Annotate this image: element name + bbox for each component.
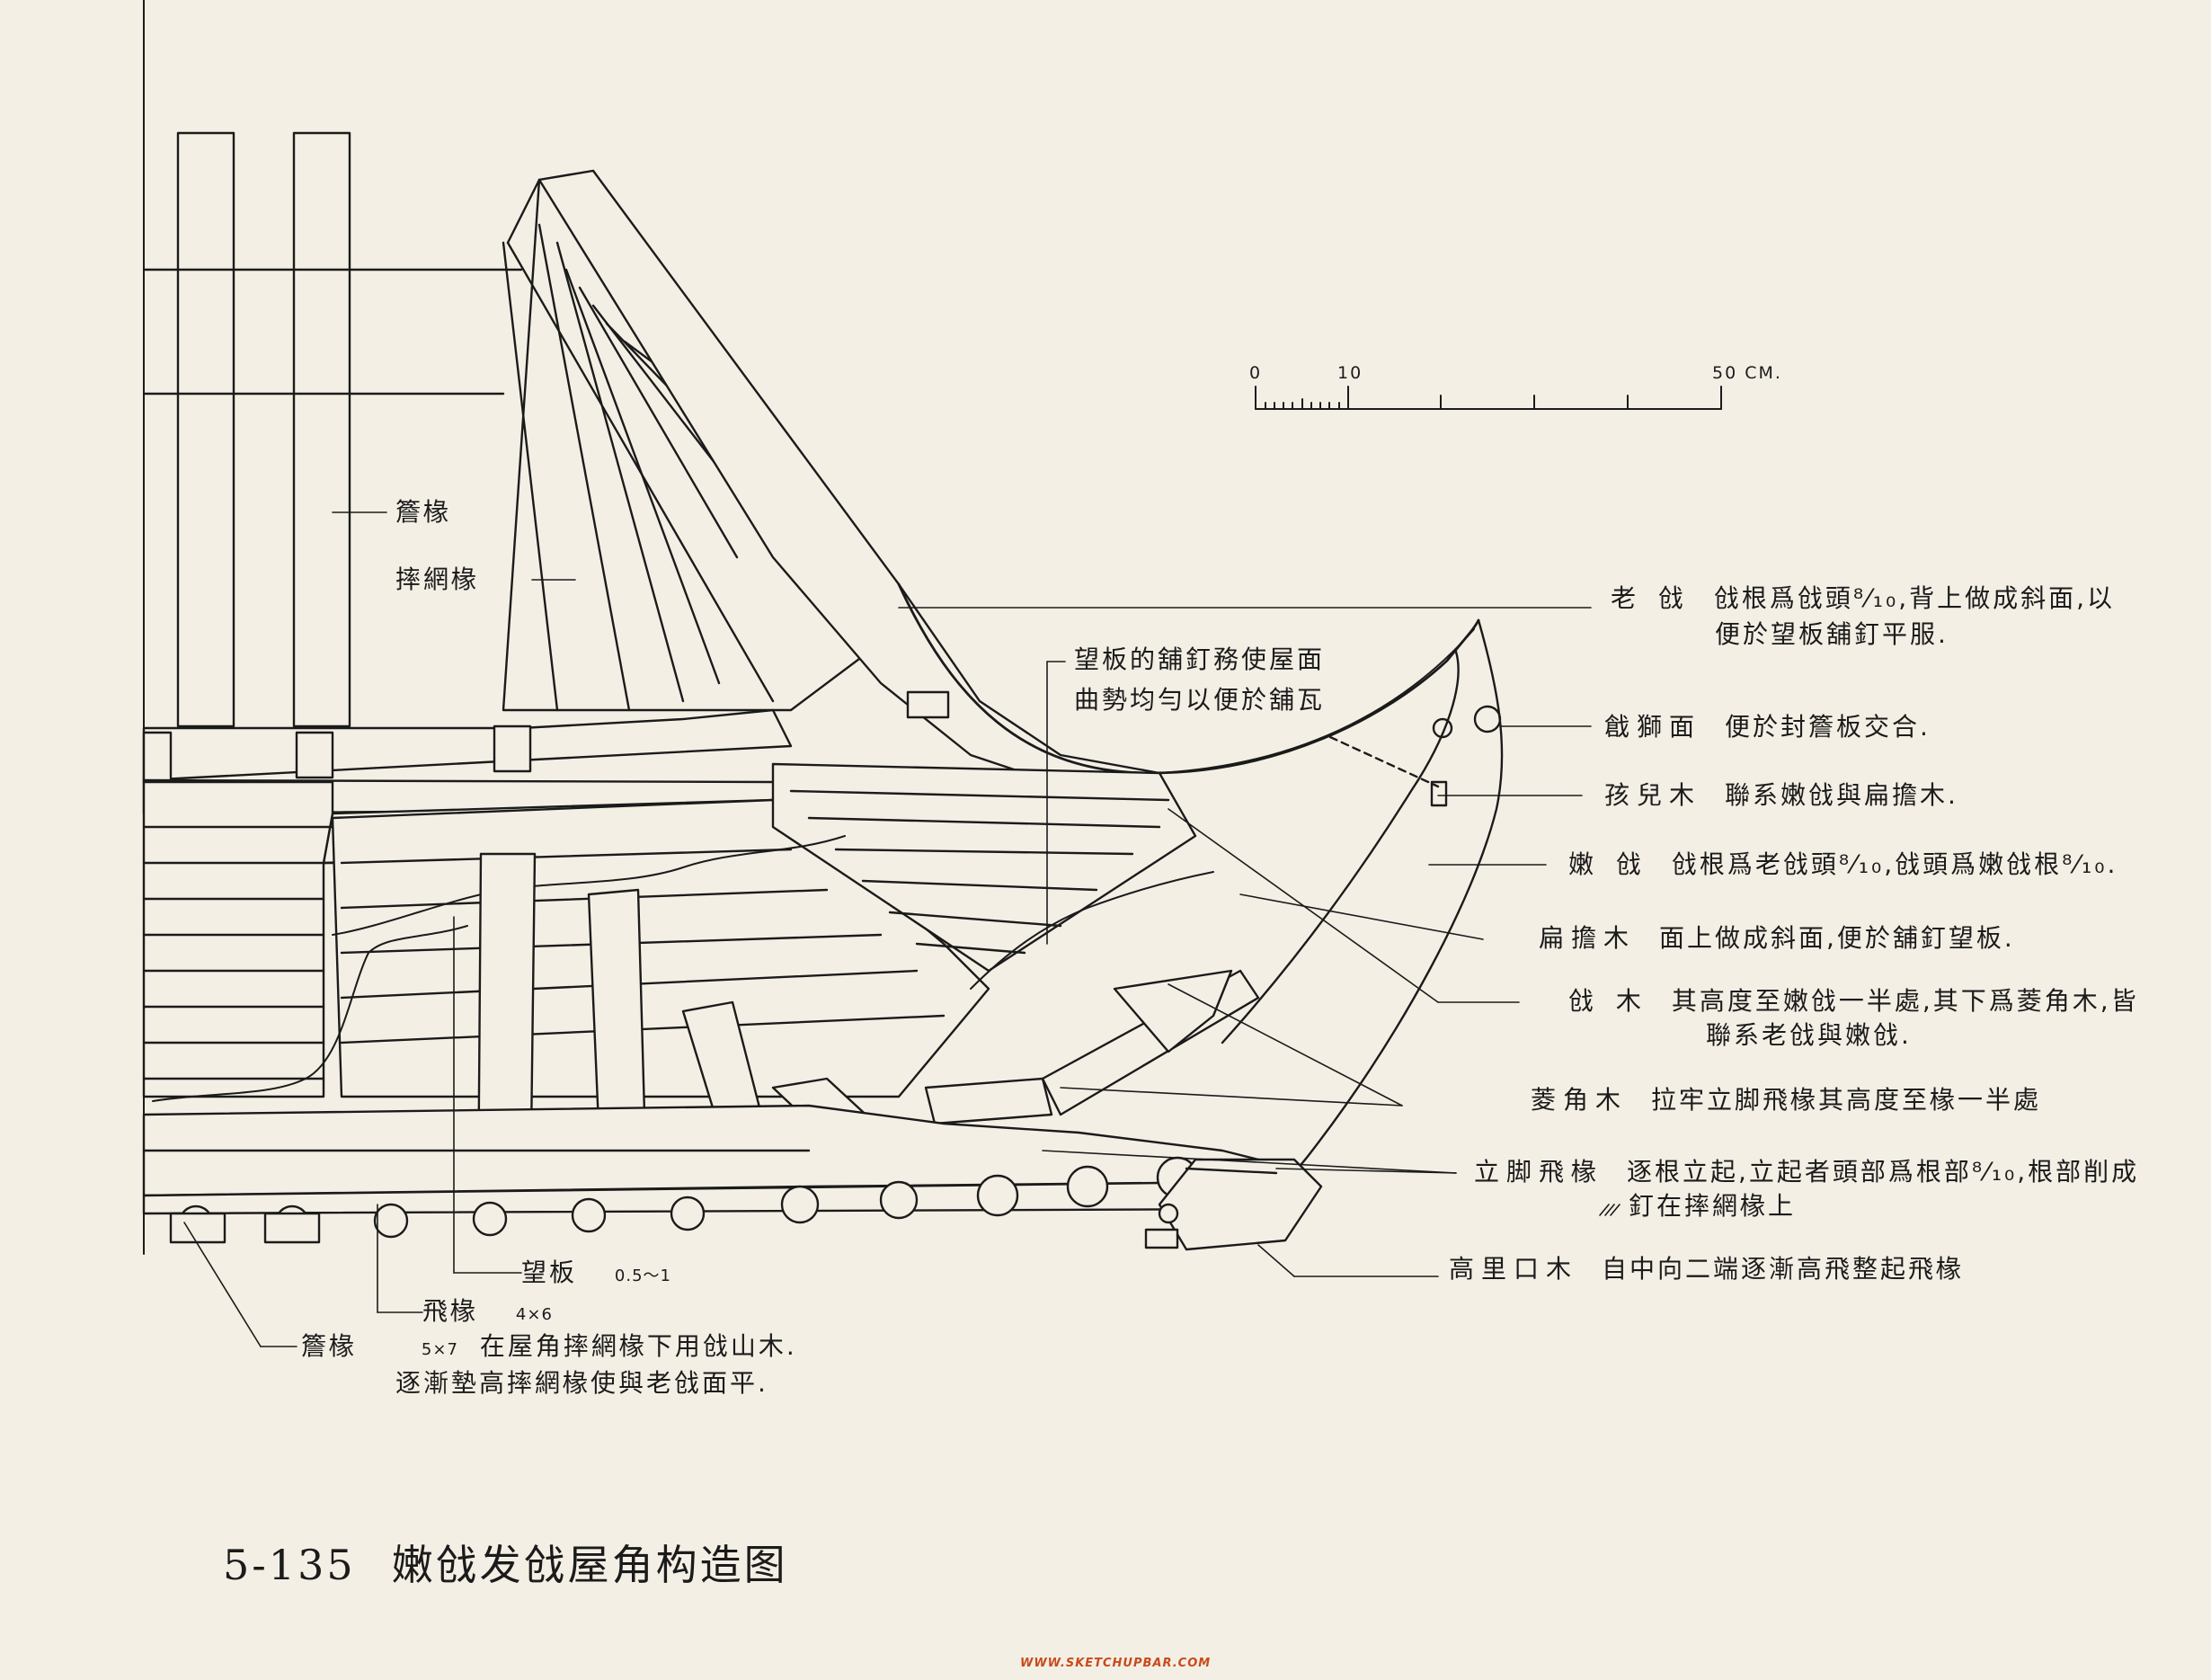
annotation-text: 自中向二端逐漸高飛整起飛椽 <box>1602 1254 1965 1284</box>
annotation-text: 聯系嫩戗與扁擔木. <box>1725 780 1958 810</box>
label-roof-board: 望板 0.5～1 <box>521 1260 671 1285</box>
annotation-child-wood: 孩兒木聯系嫩戗與扁擔木. <box>1604 783 1958 808</box>
center-note-line-1: 望板的舖釘務使屋面 <box>1074 644 1326 674</box>
roof-boards <box>142 762 1214 1102</box>
roof-board-size: 0.5～1 <box>614 1267 671 1285</box>
figure-title: 嫩戗发戗屋角构造图 <box>391 1541 788 1589</box>
annotation-standing-rafter: 立脚飛椽逐根立起,立起者頭部爲根部⁸⁄₁₀,根部削成 <box>1474 1160 2139 1185</box>
leader-lines <box>183 511 1621 1347</box>
flying-rafter-size: 4×6 <box>515 1305 553 1324</box>
annotation-diamond-wood: 菱角木拉牢立脚飛椽其高度至椽一半處 <box>1531 1088 2041 1113</box>
eave-rafter-name: 簷椽 <box>301 1331 358 1361</box>
annotation-term: 菱角木 <box>1531 1085 1629 1115</box>
annotation-text: 聯系老戗與嫩戗. <box>1706 1020 1912 1050</box>
eave-rafter-size: 5×7 <box>421 1340 458 1359</box>
annotation-text: 面上做成斜面,便於舖釘望板. <box>1659 923 2015 953</box>
annotation-term: 戧獅面 <box>1604 712 1702 742</box>
annotation-hip-wood-line2: 聯系老戗與嫩戗. <box>1706 1023 1912 1048</box>
annotation-term: 高里口木 <box>1449 1254 1579 1284</box>
watermark: WWW.SKETCHUPBAR.COM <box>1020 1657 1212 1670</box>
gaolikou-block <box>1144 1158 1323 1251</box>
annotation-gaolikou: 高里口木自中向二端逐漸高飛整起飛椽 <box>1449 1257 1964 1282</box>
annotation-tender-hip: 嫩 戗戗根爲老戗頭⁸⁄₁₀,戗頭爲嫩戗根⁸⁄₁₀. <box>1568 852 2118 877</box>
annotation-hip-wood: 戗 木其高度至嫩戗一半處,其下爲菱角木,皆 <box>1568 989 2139 1014</box>
scale-bar <box>1255 386 1722 410</box>
label-eave-rafter-top: 簷椽 <box>395 497 452 527</box>
annotation-term: 老 戗 <box>1611 583 1691 613</box>
annotation-term: 戗 木 <box>1568 986 1648 1016</box>
annotation-standing-rafter-line2: 釘在摔網椽上 <box>1629 1194 1796 1219</box>
annotation-term: 立脚飛椽 <box>1474 1157 1604 1187</box>
annotation-text: 逐根立起,立起者頭部爲根部⁸⁄₁₀,根部削成 <box>1627 1157 2140 1187</box>
annotation-text: 拉牢立脚飛椽其高度至椽一半處 <box>1651 1085 2042 1115</box>
annotation-term: 孩兒木 <box>1604 780 1702 810</box>
label-eave-rafter: 簷椽 5×7 在屋角摔網椽下用戗山木. <box>301 1334 797 1359</box>
figure-caption: 5-135 嫩戗发戗屋角构造图 <box>223 1533 788 1592</box>
flying-rafter-name: 飛椽 <box>422 1296 479 1326</box>
annotation-carrying-pole: 扁擔木面上做成斜面,便於舖釘望板. <box>1539 926 2015 951</box>
annotation-text: 便於望板舖釘平服. <box>1715 619 1949 649</box>
annotation-lion-face: 戧獅面便於封簷板交合. <box>1604 715 1931 740</box>
eave-rafter-text-1: 在屋角摔網椽下用戗山木. <box>479 1331 797 1361</box>
annotation-text: 戗根爲老戗頭⁸⁄₁₀,戗頭爲嫩戗根⁸⁄₁₀. <box>1671 849 2118 879</box>
annotation-old-hip: 老 戗戗根爲戗頭⁸⁄₁₀,背上做成斜面,以 <box>1611 586 2115 611</box>
center-note-line-2: 曲勢均勻以便於舖瓦 <box>1074 685 1326 715</box>
eave-edge <box>142 1104 1296 1244</box>
annotation-text: 便於封簷板交合. <box>1725 712 1931 742</box>
annotation-term: 扁擔木 <box>1539 923 1637 953</box>
scale-tick-0: 0 <box>1249 363 1263 383</box>
annotation-text: 其高度至嫩戗一半處,其下爲菱角木,皆 <box>1671 986 2139 1016</box>
label-eave-rafter-line2: 逐漸墊高摔網椽使與老戗面平. <box>395 1368 768 1398</box>
label-fan-rafter: 摔網椽 <box>395 564 480 594</box>
annotation-term: 嫩 戗 <box>1568 849 1648 879</box>
annotation-text: 戗根爲戗頭⁸⁄₁₀,背上做成斜面,以 <box>1713 583 2116 613</box>
label-flying-rafter: 飛椽 4×6 <box>422 1299 553 1324</box>
scale-tick-10: 10 <box>1337 363 1363 383</box>
figure-number: 5-135 <box>223 1541 356 1589</box>
eave-rafters-vertical <box>142 131 523 728</box>
annotation-text: 釘在摔網椽上 <box>1629 1191 1797 1221</box>
annotation-old-hip-line2: 便於望板舖釘平服. <box>1715 622 1949 647</box>
roof-board-name: 望板 <box>521 1258 578 1287</box>
scale-tick-50: 50 CM. <box>1712 363 1782 383</box>
